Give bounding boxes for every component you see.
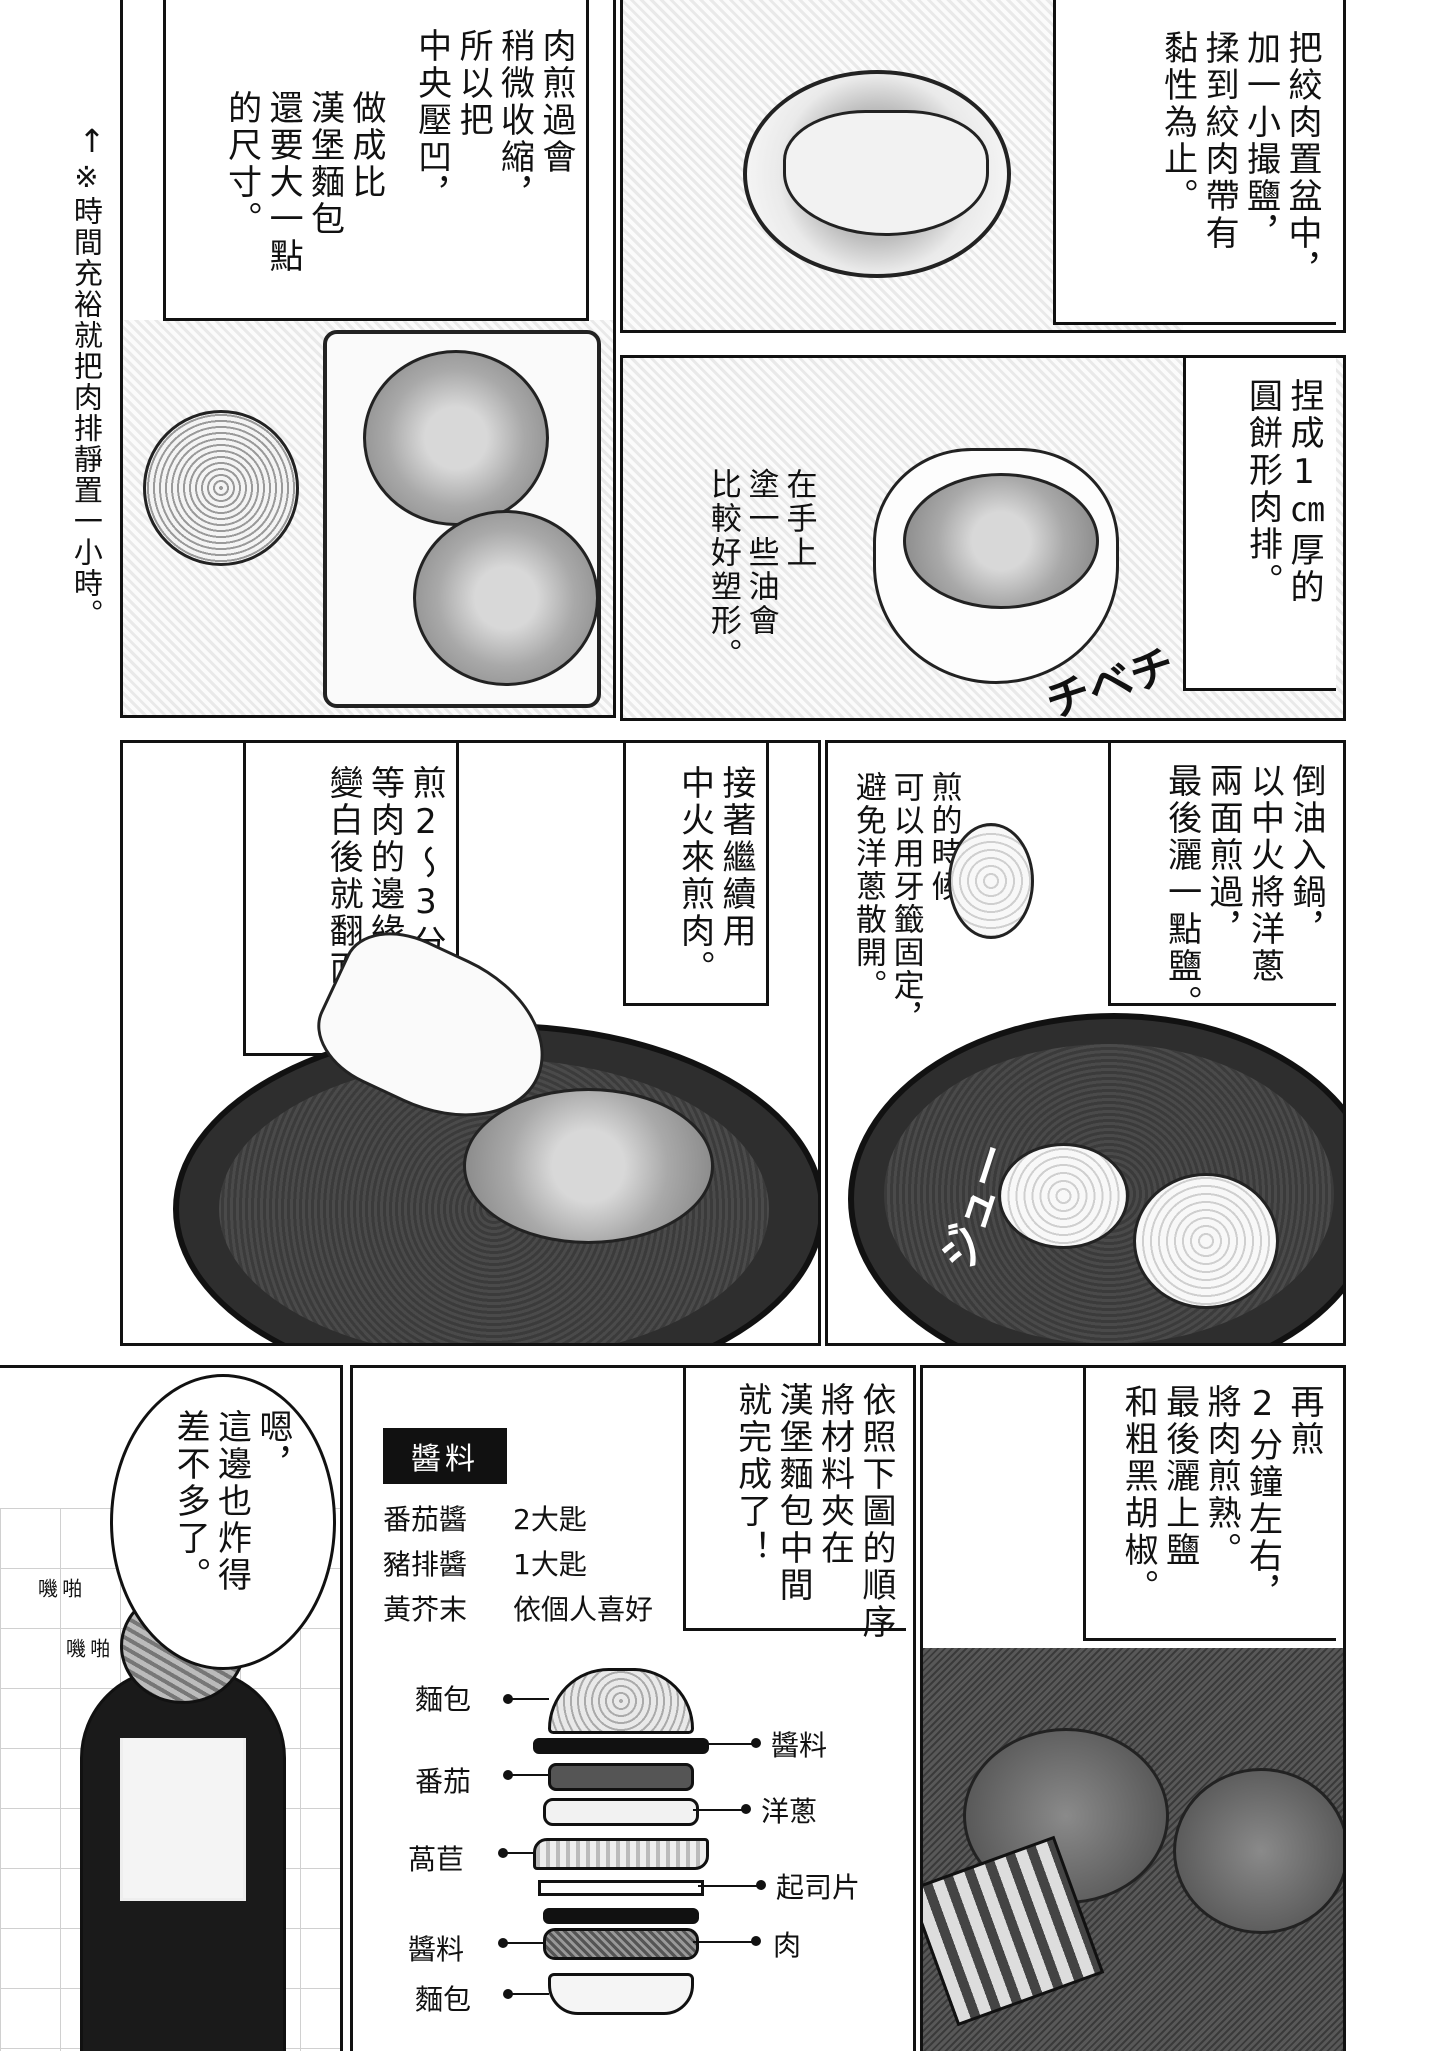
layer-tomato bbox=[548, 1763, 694, 1791]
pointer-line bbox=[509, 1774, 549, 1776]
patty-lower bbox=[413, 510, 599, 686]
hand-note-toothpick: 煎的時候 可以用牙籤固定， 避免洋蔥散開。 bbox=[849, 771, 962, 1035]
pointer-dot bbox=[741, 1804, 751, 1814]
panel-shaping: 捏成1㎝厚的 圓餅形肉排。 在手上 塗一些油會 比較好塑形。 チベチ bbox=[620, 355, 1346, 721]
layer-sauce-bottom bbox=[543, 1908, 699, 1924]
onion-slice-right bbox=[1133, 1173, 1279, 1309]
caption-box-kneading: 把絞肉置盆中， 加一小撮鹽， 揉到絞肉帶有 黏性為止。 bbox=[1053, 0, 1336, 325]
sauce-name: 番茄醬 bbox=[383, 1503, 468, 1536]
pointer-line bbox=[504, 1852, 534, 1854]
caption-onion: 倒油入鍋， 以中火將洋蔥 兩面煎過， 最後灑一點鹽。 bbox=[1161, 763, 1326, 1022]
tray-illustration bbox=[123, 320, 613, 715]
speech-text: 嗯， 這邊也炸得 差不多了。 bbox=[170, 1409, 293, 1594]
sauce-legend-row-3: 黃芥末 依個人喜好 bbox=[383, 1588, 653, 1628]
panel-patty-pan: 接著繼續用 中火來煎肉。 煎2～3分鐘， 等肉的邊緣 變白後就翻面。 bbox=[120, 740, 821, 1346]
label-bun-top: 麵包 bbox=[415, 1683, 472, 1716]
label-meat: 肉 bbox=[773, 1929, 802, 1962]
caption-kneading: 把絞肉置盆中， 加一小撮鹽， 揉到絞肉帶有 黏性為止。 bbox=[1157, 30, 1322, 289]
frying-pan bbox=[848, 1013, 1343, 1343]
layer-onion bbox=[543, 1798, 699, 1826]
pointer-line bbox=[698, 1885, 758, 1887]
apron-straps bbox=[120, 1738, 246, 1901]
patty-pressed bbox=[463, 1088, 714, 1244]
label-onion: 洋蔥 bbox=[761, 1795, 818, 1828]
caption-assembly: 依照下圖的順序 將材料夾在 漢堡麵包中間 就完成了！ bbox=[731, 1382, 896, 1641]
pointer-dot bbox=[498, 1848, 508, 1858]
caption-shrink: 肉煎過會 稍微收縮， 所以把 中央壓凹， bbox=[411, 28, 576, 213]
speech-bubble: 嗯， 這邊也炸得 差不多了。 bbox=[110, 1374, 336, 1670]
patty-in-hand bbox=[903, 473, 1099, 609]
label-sauce-bottom: 醬料 bbox=[408, 1933, 465, 1966]
sauce-legend-title: 醬料 bbox=[383, 1428, 507, 1484]
pointer-dot bbox=[503, 1694, 513, 1704]
onion-slice-sample bbox=[948, 823, 1034, 939]
hand-note-oil: 在手上 塗一些油會 比較好塑形。 bbox=[704, 468, 817, 672]
caption-box-shrink: 肉煎過會 稍微收縮， 所以把 中央壓凹， 做成比 漢堡麵包 還要大一點 的尺寸。 bbox=[163, 0, 589, 321]
panel-assembly: 依照下圖的順序 將材料夾在 漢堡麵包中間 就完成了！ 醬料 番茄醬 2大匙 豬排… bbox=[350, 1365, 916, 2051]
caption-finish: 再煎 2分鐘左右， 將肉煎熟。 最後灑上鹽 和粗黑胡椒。 bbox=[1118, 1384, 1324, 1612]
layer-meat bbox=[543, 1928, 699, 1960]
pointer-line bbox=[693, 1941, 753, 1943]
label-sauce-top: 醬料 bbox=[771, 1729, 828, 1762]
label-cheese: 起司片 bbox=[776, 1871, 861, 1904]
pointer-line bbox=[693, 1809, 743, 1811]
sauce-legend-row-2: 豬排醬 1大匙 bbox=[383, 1543, 587, 1583]
patty-finished-right bbox=[1173, 1768, 1343, 1934]
onion-slice-left bbox=[998, 1143, 1129, 1249]
panel-kneading: 把絞肉置盆中， 加一小撮鹽， 揉到絞肉帶有 黏性為止。 bbox=[620, 0, 1346, 333]
pointer-line bbox=[509, 1993, 549, 1995]
sauce-amount: 依個人喜好 bbox=[513, 1593, 654, 1626]
caption-box-medium-heat: 接著繼續用 中火來煎肉。 bbox=[623, 743, 769, 1006]
pointer-dot bbox=[756, 1880, 766, 1890]
side-note-rest: ※時間充裕就把肉排靜置一小時。 bbox=[69, 160, 104, 630]
panel-character: 嗯， 這邊也炸得 差不多了。 啪 嘰 啪 嘰 bbox=[0, 1365, 343, 2051]
sauce-amount: 1大匙 bbox=[513, 1548, 587, 1581]
caption-box-shaping: 捏成1㎝厚的 圓餅形肉排。 bbox=[1183, 358, 1336, 691]
pointer-line bbox=[504, 1942, 544, 1944]
layer-lettuce bbox=[533, 1838, 709, 1870]
pointer-dot bbox=[503, 1989, 513, 1999]
caption-shaping: 捏成1㎝厚的 圓餅形肉排。 bbox=[1242, 378, 1324, 606]
pointer-line bbox=[703, 1743, 753, 1745]
panel-onions-pan: 倒油入鍋， 以中火將洋蔥 兩面煎過， 最後灑一點鹽。 煎的時候 可以用牙籤固定，… bbox=[825, 740, 1346, 1346]
sauce-name: 豬排醬 bbox=[383, 1548, 468, 1581]
panel-finish-patties: 再煎 2分鐘左右， 將肉煎熟。 最後灑上鹽 和粗黑胡椒。 bbox=[920, 1365, 1346, 2051]
pointer-dot bbox=[751, 1738, 761, 1748]
label-bun-bottom: 麵包 bbox=[415, 1983, 472, 2016]
caption-size: 做成比 漢堡麵包 還要大一點 的尺寸。 bbox=[221, 90, 386, 275]
sauce-name: 黃芥末 bbox=[383, 1593, 468, 1626]
sfx-crackle-b: 啪 嘰 bbox=[62, 1638, 111, 1660]
caption-medium-heat: 接著繼續用 中火來煎肉。 bbox=[674, 765, 756, 987]
layer-sauce-top bbox=[533, 1738, 709, 1754]
pointer-dot bbox=[503, 1770, 513, 1780]
bun-on-board bbox=[143, 410, 299, 566]
sauce-legend-row-1: 番茄醬 2大匙 bbox=[383, 1498, 587, 1538]
sauce-amount: 2大匙 bbox=[513, 1503, 587, 1536]
label-lettuce: 萵苣 bbox=[408, 1843, 465, 1876]
finish-illustration bbox=[923, 1648, 1343, 2051]
layer-cheese bbox=[538, 1880, 704, 1896]
pointer-dot bbox=[498, 1938, 508, 1948]
label-tomato: 番茄 bbox=[415, 1765, 472, 1798]
caption-box-onion: 倒油入鍋， 以中火將洋蔥 兩面煎過， 最後灑一點鹽。 bbox=[1108, 743, 1336, 1022]
hands bbox=[783, 110, 989, 236]
pointer-line bbox=[509, 1698, 549, 1700]
layer-bun-bottom bbox=[548, 1973, 694, 2015]
patty-upper bbox=[363, 350, 549, 526]
sfx-crackle-a: 啪 嘰 bbox=[34, 1578, 83, 1600]
layer-bun-top bbox=[548, 1668, 694, 1734]
side-note-arrow: ↑ bbox=[73, 122, 112, 162]
panel-patties-tray: 肉煎過會 稍微收縮， 所以把 中央壓凹， 做成比 漢堡麵包 還要大一點 的尺寸。 bbox=[120, 0, 616, 718]
caption-box-assembly: 依照下圖的順序 將材料夾在 漢堡麵包中間 就完成了！ bbox=[683, 1368, 906, 1641]
caption-box-finish: 再煎 2分鐘左右， 將肉煎熟。 最後灑上鹽 和粗黑胡椒。 bbox=[1083, 1368, 1336, 1641]
pointer-dot bbox=[751, 1936, 761, 1946]
